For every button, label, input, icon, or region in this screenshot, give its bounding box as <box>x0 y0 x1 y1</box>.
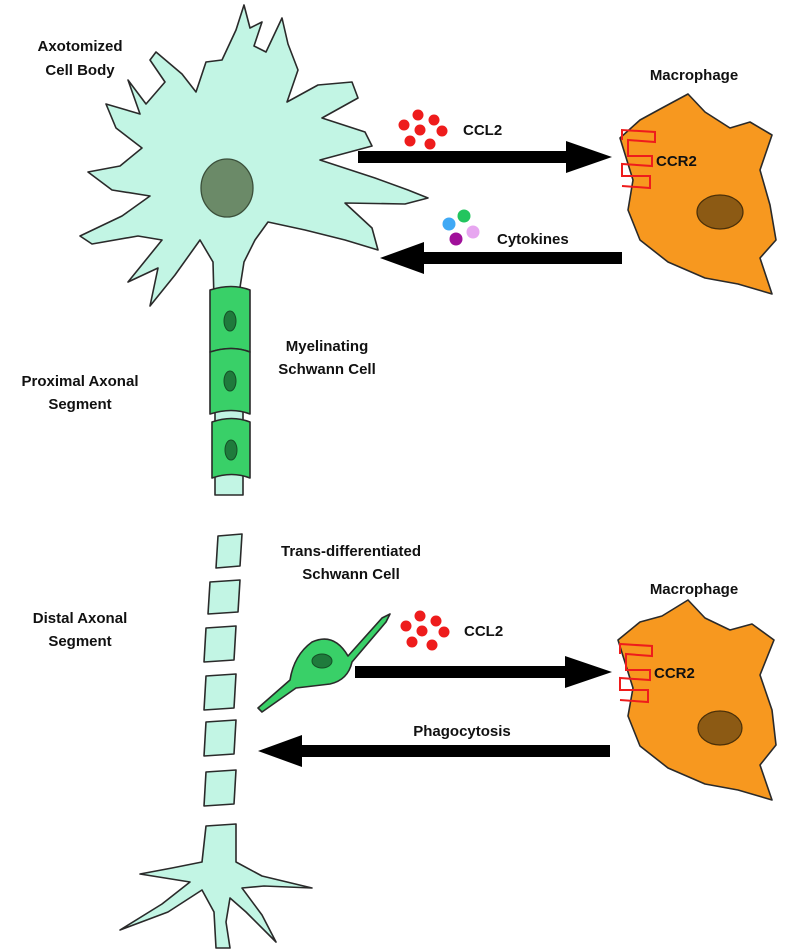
axon-fragment <box>215 533 243 569</box>
macrophage-bottom <box>617 599 777 801</box>
label-ccr2-bottom: CCR2 <box>654 665 695 682</box>
axon-fragment <box>203 673 237 711</box>
axon-fragment <box>207 579 241 615</box>
macrophage-bottom-body <box>617 599 777 801</box>
axon-fragment <box>203 769 237 807</box>
label-phagocytosis: Phagocytosis <box>413 723 511 740</box>
label-trans-differentiated: Trans-differentiated <box>281 543 421 560</box>
macrophage-top-nucleus <box>696 194 744 230</box>
ccl2-cluster-top <box>398 109 448 150</box>
axon-terminal <box>119 823 313 949</box>
label-trans-schwann: Schwann Cell <box>302 566 400 583</box>
label-distal-segment: Segment <box>48 633 111 650</box>
ccr2-receptor-bottom <box>619 642 653 704</box>
macrophage-bottom-nucleus <box>697 710 743 746</box>
label-myelinating: Myelinating <box>286 338 369 355</box>
label-proximal-segment: Segment <box>48 396 111 413</box>
axon-fragment <box>203 719 237 757</box>
macrophage-top <box>619 93 777 295</box>
cytokine-cluster <box>442 209 480 246</box>
neuron-soma-shape <box>79 4 429 307</box>
ccl2-cluster-bottom <box>400 610 450 651</box>
neuron-nucleus <box>200 158 254 218</box>
myelin-sheath-1 <box>209 285 251 353</box>
ccr2-receptor-top <box>621 128 656 190</box>
label-cell-body: Cell Body <box>45 62 115 79</box>
arrow-ccl2-top <box>358 141 612 173</box>
label-distal: Distal Axonal <box>33 610 127 627</box>
schwann-cell-nucleus <box>311 653 333 669</box>
distal-axon-fragments <box>203 533 243 807</box>
axon-fragment <box>203 625 237 663</box>
label-cytokines: Cytokines <box>497 231 569 248</box>
arrow-cytokines <box>380 242 622 274</box>
trans-differentiated-schwann-cell <box>257 613 391 713</box>
myelin-sheath-2 <box>209 347 251 415</box>
label-axotomized: Axotomized <box>37 38 122 55</box>
label-myelinating-schwann: Schwann Cell <box>278 361 376 378</box>
arrow-ccl2-bottom <box>355 656 612 688</box>
label-ccl2-top: CCL2 <box>463 122 502 139</box>
label-macrophage-top: Macrophage <box>650 67 738 84</box>
macrophage-top-body <box>619 93 777 295</box>
arrow-phagocytosis <box>258 735 610 767</box>
neuron-cell-body <box>79 4 429 307</box>
myelin-sheath-3 <box>211 417 251 479</box>
label-macrophage-bottom: Macrophage <box>650 581 738 598</box>
label-proximal: Proximal Axonal <box>22 373 139 390</box>
label-ccr2-top: CCR2 <box>656 153 697 170</box>
proximal-axon <box>209 285 251 496</box>
label-ccl2-bottom: CCL2 <box>464 623 503 640</box>
